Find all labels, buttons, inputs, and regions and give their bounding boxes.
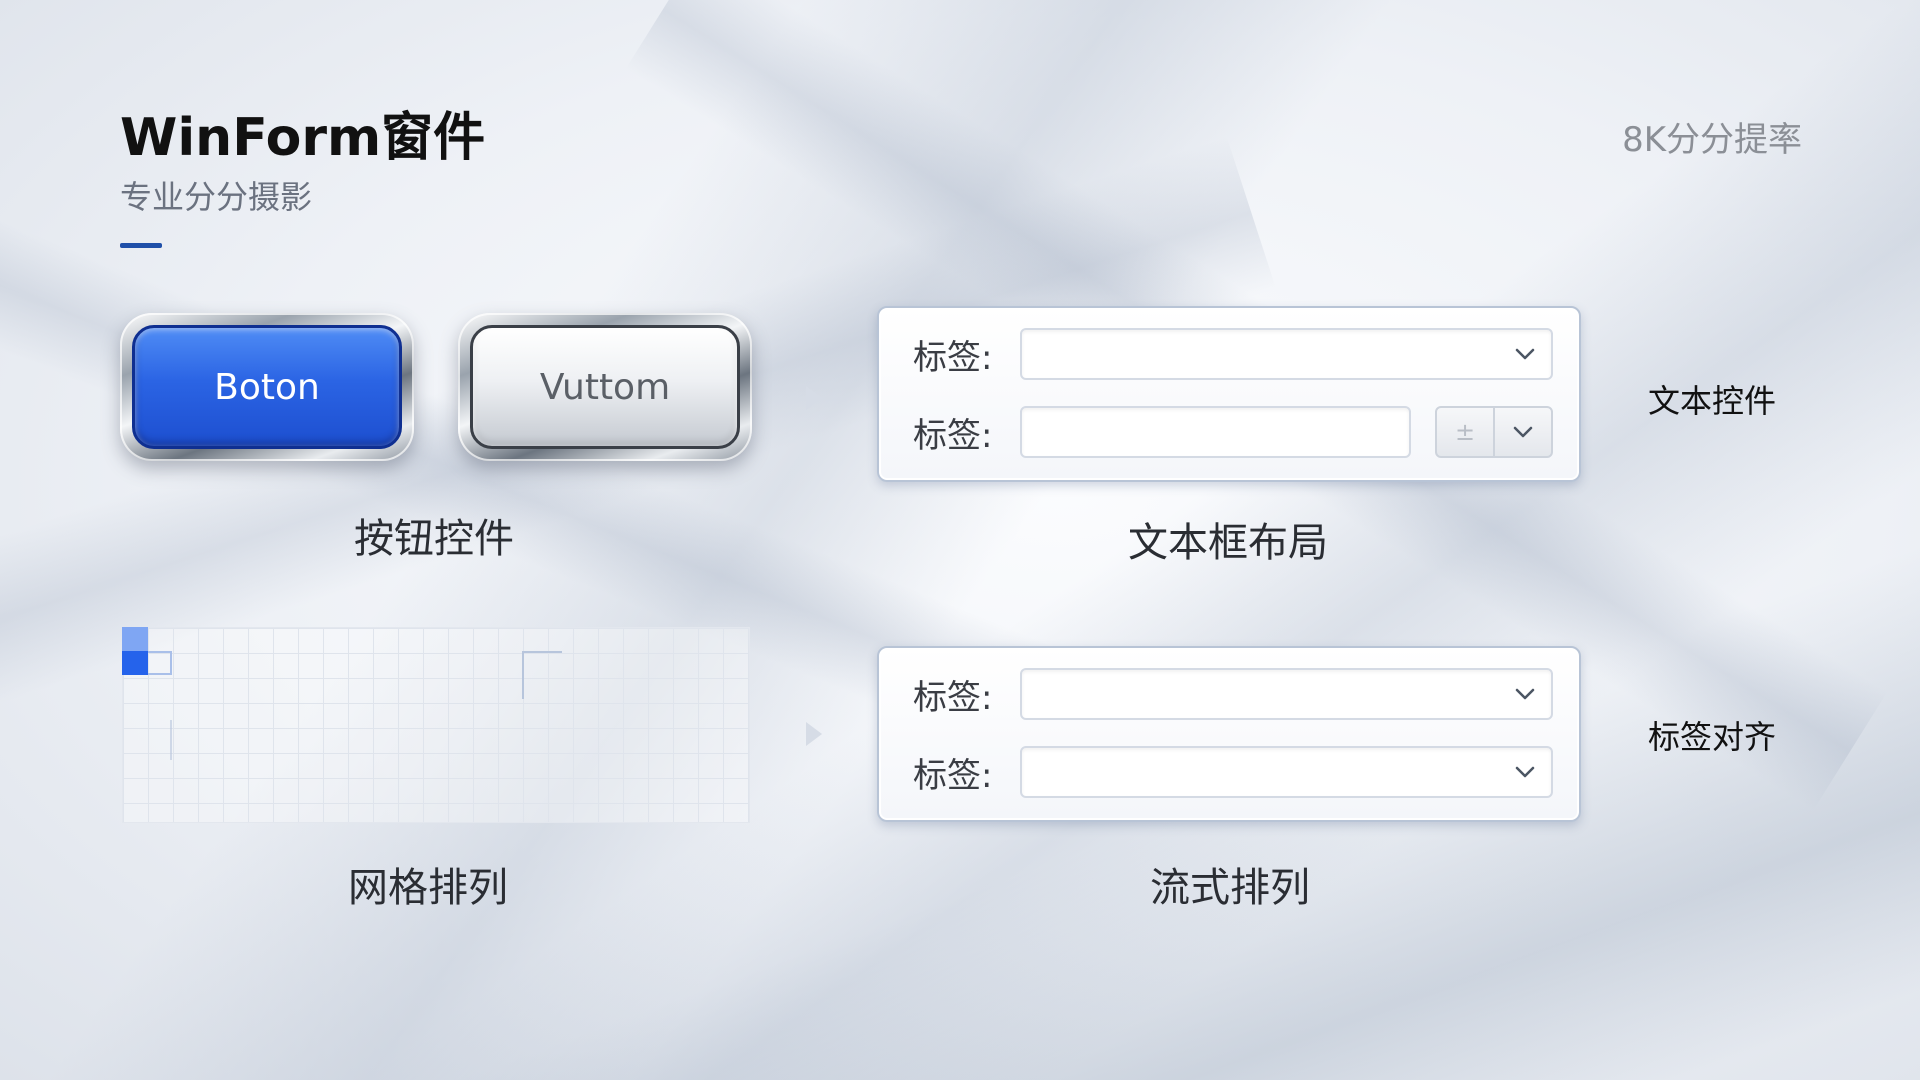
- textbox-layout-caption: 文本框布局: [1128, 520, 1328, 566]
- combo-box[interactable]: [1020, 668, 1553, 720]
- field-label: 标签:: [913, 337, 993, 378]
- page-subtitle: 专业分分摄影: [120, 178, 313, 216]
- grid-guide-line: [522, 651, 562, 653]
- blue-button-label: Boton: [132, 325, 402, 449]
- spin-control: ±: [1435, 406, 1553, 458]
- form-row: 标签:: [879, 668, 1579, 720]
- resolution-label: 8K分分提率: [1622, 120, 1802, 160]
- arrow-right-icon: [806, 722, 822, 746]
- chevron-down-icon: [1515, 766, 1535, 778]
- field-label: 标签:: [913, 755, 993, 796]
- text-controls-label: 文本控件: [1648, 382, 1777, 420]
- dropdown-button[interactable]: [1495, 408, 1551, 456]
- silver-button-label: Vuttom: [470, 325, 740, 449]
- label-align-label: 标签对齐: [1648, 718, 1777, 756]
- form-row: 标签:: [879, 328, 1579, 380]
- combo-box[interactable]: [1020, 328, 1553, 380]
- chevron-down-icon: [1515, 688, 1535, 700]
- form-row: 标签: ±: [879, 406, 1579, 458]
- flow-layout-panel: 标签: 标签:: [877, 646, 1581, 822]
- page-title: WinForm窗件: [120, 108, 486, 168]
- field-label: 标签:: [913, 677, 993, 718]
- plus-minus-icon[interactable]: ±: [1437, 408, 1495, 456]
- grid-guide-line: [522, 651, 524, 699]
- textbox-layout-panel: 标签: 标签: ±: [877, 306, 1581, 482]
- silver-button[interactable]: Vuttom: [458, 313, 752, 461]
- arrow-right-icon: [806, 386, 822, 410]
- grid-guide-line: [170, 720, 172, 760]
- grid-selected-cell: [122, 651, 148, 675]
- grid-highlight-cell: [122, 627, 148, 651]
- grid-outline-cell: [148, 651, 172, 675]
- grid-layout-caption: 网格排列: [348, 865, 508, 911]
- chevron-down-icon: [1513, 426, 1533, 438]
- title-underline: [120, 243, 162, 248]
- grid-layout-preview: [122, 627, 750, 823]
- field-label: 标签:: [913, 415, 993, 456]
- flow-layout-caption: 流式排列: [1150, 865, 1310, 911]
- combo-box[interactable]: [1020, 746, 1553, 798]
- button-controls-caption: 按钮控件: [354, 516, 514, 562]
- blue-button[interactable]: Boton: [120, 313, 414, 461]
- chevron-down-icon: [1515, 348, 1535, 360]
- text-input[interactable]: [1020, 406, 1411, 458]
- form-row: 标签:: [879, 746, 1579, 798]
